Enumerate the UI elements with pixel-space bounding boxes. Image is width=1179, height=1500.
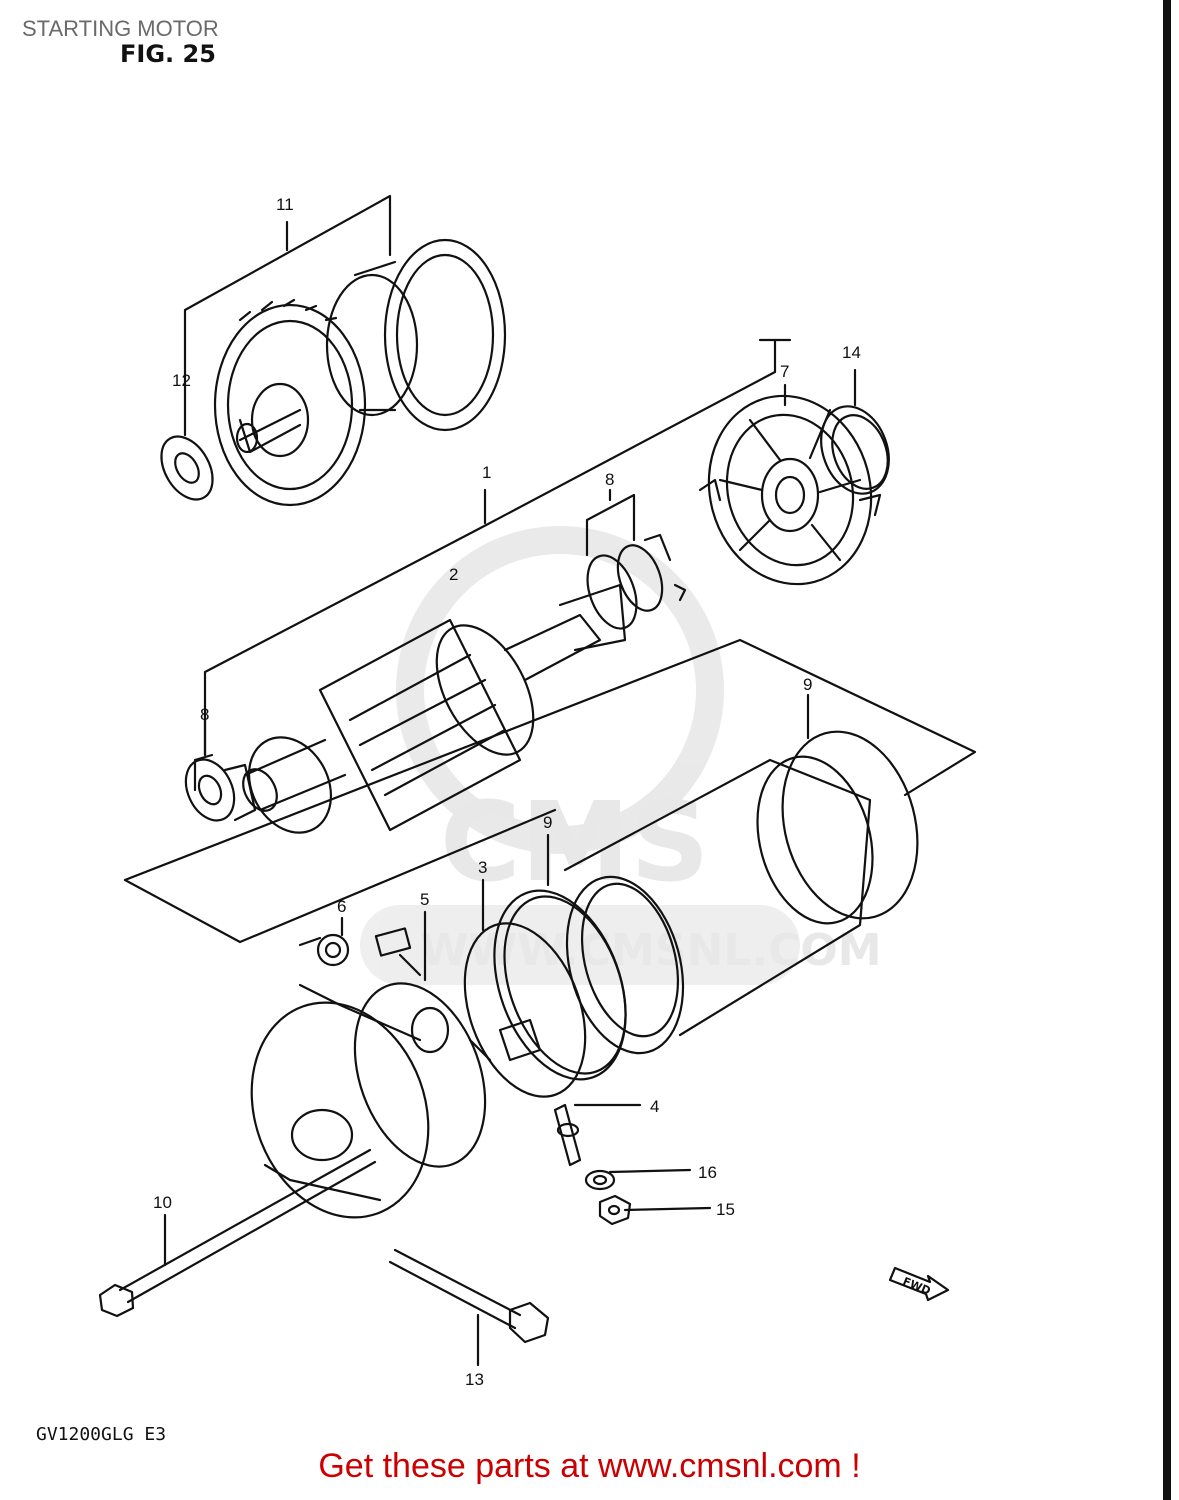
starter-clutch-assembly xyxy=(213,238,507,507)
nut-15 xyxy=(598,1194,632,1226)
washer-12 xyxy=(160,435,214,501)
leader-15 xyxy=(623,1206,712,1212)
bracket-8-bottom xyxy=(193,718,214,792)
o-ring-9b xyxy=(493,889,627,1081)
o-ring-14 xyxy=(820,405,890,495)
fwd-arrow-icon xyxy=(888,1266,950,1302)
terminal-bolt-4 xyxy=(553,1103,582,1167)
model-code: GV1200GLG E3 xyxy=(36,1424,167,1445)
bracket-8-top xyxy=(585,488,636,557)
callout-12: 12 xyxy=(172,371,191,390)
watermark: CMS WWW.CMSNL.COM xyxy=(360,526,882,985)
end-housing xyxy=(250,982,487,1219)
brush-holder-3 xyxy=(463,922,587,1098)
callout-6: 6 xyxy=(337,897,346,916)
callout-5: 5 xyxy=(420,890,429,909)
bearing-bottom xyxy=(184,758,257,822)
footer-parts-link[interactable]: Get these parts at www.cmsnl.com ! xyxy=(318,1447,861,1485)
bracket-1 xyxy=(203,338,792,757)
page-title: STARTING MOTOR xyxy=(22,16,219,41)
bracket-11-12 xyxy=(183,194,392,437)
long-bolt-10 xyxy=(98,1148,377,1318)
callout-1: 1 xyxy=(482,463,491,482)
callout-10: 10 xyxy=(153,1193,172,1212)
bolt-13 xyxy=(388,1248,550,1344)
callout-16: 16 xyxy=(698,1163,717,1182)
callout-4: 4 xyxy=(650,1097,659,1116)
figure-label: FIG. 25 xyxy=(120,40,216,68)
callout-9-top: 9 xyxy=(803,675,812,694)
leader-16 xyxy=(608,1168,692,1174)
callout-15: 15 xyxy=(716,1200,735,1219)
spring-6 xyxy=(298,933,350,967)
watermark-domain: WWW.CMSNL.COM xyxy=(420,925,882,976)
bracket-yoke xyxy=(123,638,977,944)
callout-8-bottom: 8 xyxy=(200,705,209,724)
washer-16 xyxy=(584,1169,616,1191)
page-border xyxy=(1163,0,1171,1500)
end-cover-7 xyxy=(698,394,882,586)
watermark-text: CMS xyxy=(440,778,709,906)
callout-8-top: 8 xyxy=(605,470,614,489)
callout-13: 13 xyxy=(465,1370,484,1389)
callout-3: 3 xyxy=(478,858,487,877)
armature xyxy=(242,583,627,834)
callout-2: 2 xyxy=(449,565,458,584)
bearing-top xyxy=(586,533,687,630)
callout-14: 14 xyxy=(842,343,861,362)
o-ring-9a xyxy=(781,730,919,920)
brush-5 xyxy=(374,927,422,977)
callout-7: 7 xyxy=(780,362,789,381)
callout-9-bottom: 9 xyxy=(543,813,552,832)
callout-11: 11 xyxy=(276,195,294,214)
